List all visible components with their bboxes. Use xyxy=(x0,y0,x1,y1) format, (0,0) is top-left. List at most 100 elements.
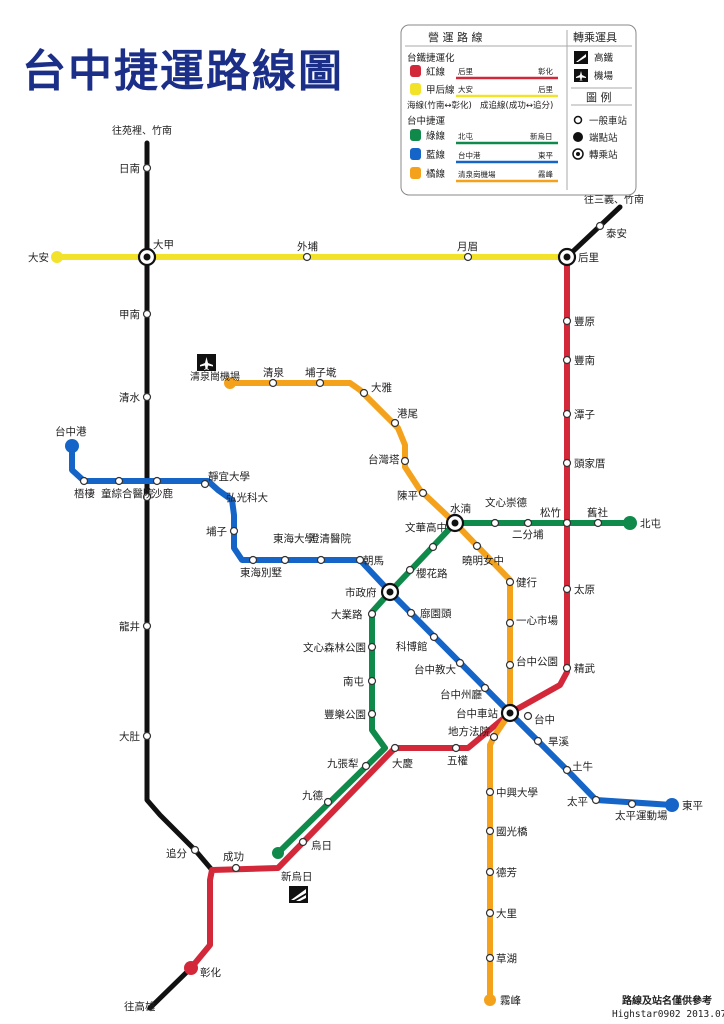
label-songzhu: 松竹 xyxy=(540,506,561,519)
station-hanxi[interactable] xyxy=(533,736,543,746)
station-tzpark[interactable] xyxy=(505,660,515,670)
station-chenggong[interactable] xyxy=(231,863,241,873)
label-chengqing: 澄清醫院 xyxy=(309,532,351,545)
station-fengyuan[interactable] xyxy=(562,316,572,326)
transfers xyxy=(137,247,577,723)
terminal-changhua[interactable] xyxy=(184,961,198,975)
terminal-taichunggang[interactable] xyxy=(65,439,79,453)
transfer-dajia[interactable] xyxy=(137,247,157,267)
station-taichung[interactable] xyxy=(523,711,533,721)
terminal-daan[interactable] xyxy=(51,251,63,263)
terminal-dongping[interactable] xyxy=(665,798,679,812)
station-ganwei[interactable] xyxy=(390,418,400,428)
station-puzi[interactable] xyxy=(229,526,239,536)
station-kebo[interactable] xyxy=(429,632,439,642)
transfer-houli[interactable] xyxy=(557,247,577,267)
station-wuri[interactable] xyxy=(298,837,308,847)
station-guoguang[interactable] xyxy=(485,826,495,836)
station-chaoma[interactable] xyxy=(355,555,365,565)
label-zhongxing: 中興大學 xyxy=(496,786,538,799)
station-shalu[interactable] xyxy=(152,476,162,486)
station-zhuifen[interactable] xyxy=(190,845,200,855)
station-jianxing[interactable] xyxy=(505,577,515,587)
station-erfenpu[interactable] xyxy=(523,518,533,528)
station-donghai[interactable] xyxy=(280,555,290,565)
station-taiwantang[interactable] xyxy=(400,456,410,466)
labels: 往苑裡、竹南 日南 大甲 大安 外埔 月眉 后里 泰安 往三義、竹南 甲南 清水… xyxy=(28,124,703,1013)
station-rinan[interactable] xyxy=(142,163,152,173)
label-xinwuri: 新烏日 xyxy=(281,870,313,883)
label-waipu: 外埔 xyxy=(297,240,318,253)
legend-yellow-name: 甲后線 xyxy=(426,84,455,96)
label-fengnan: 豐南 xyxy=(574,354,595,367)
station-fengle[interactable] xyxy=(367,709,377,719)
station-puzikeng[interactable] xyxy=(315,378,325,388)
station-tanzi[interactable] xyxy=(562,409,572,419)
station-dadu[interactable] xyxy=(142,731,152,741)
station-wenxinpark[interactable] xyxy=(367,642,377,652)
label-dayelu: 大業路 xyxy=(331,608,363,621)
station-zhongxing[interactable] xyxy=(485,787,495,797)
station-qingquan[interactable] xyxy=(268,378,278,388)
station-yinghua[interactable] xyxy=(405,565,415,575)
station-wuqi[interactable] xyxy=(79,476,89,486)
station-jiude[interactable] xyxy=(323,797,333,807)
label-ganwei: 港尾 xyxy=(397,408,418,420)
station-difang[interactable] xyxy=(489,732,499,742)
terminal-beitun[interactable] xyxy=(623,516,637,530)
station-shalu-b[interactable] xyxy=(142,492,152,502)
transfer-taichung-station[interactable] xyxy=(500,703,520,723)
terminal-airport[interactable] xyxy=(224,377,236,389)
label-tzpark: 台中公園 xyxy=(516,655,558,668)
station-xiaoming[interactable] xyxy=(472,541,482,551)
station-tongzong[interactable] xyxy=(114,476,124,486)
station-taiyuan[interactable] xyxy=(562,584,572,594)
station-wenxin-chongde[interactable] xyxy=(490,518,500,528)
station-jiuzhangli[interactable] xyxy=(361,761,371,771)
station-waipu[interactable] xyxy=(302,252,312,262)
map-title: 台中捷運路線圖 xyxy=(22,46,344,97)
transfer-shuiqing[interactable] xyxy=(445,513,465,533)
station-daya[interactable] xyxy=(359,388,369,398)
station-defang[interactable] xyxy=(485,867,495,877)
station-liyuantou[interactable] xyxy=(406,608,416,618)
label-jianxing: 健行 xyxy=(516,576,537,589)
station-tuniu[interactable] xyxy=(562,765,572,775)
station-chenping[interactable] xyxy=(418,488,428,498)
station-zhouting[interactable] xyxy=(480,683,490,693)
station-chengqing[interactable] xyxy=(316,555,326,565)
station-longjing[interactable] xyxy=(142,621,152,631)
station-dayelu[interactable] xyxy=(367,609,377,619)
station-toujiacuo[interactable] xyxy=(562,458,572,468)
label-daqing: 大慶 xyxy=(392,757,413,770)
station-dali[interactable] xyxy=(485,908,495,918)
label-qingshui: 清水 xyxy=(119,391,140,404)
station-daqing[interactable] xyxy=(390,743,400,753)
label-taiyuan: 太原 xyxy=(574,583,595,596)
station-taian[interactable] xyxy=(595,221,605,231)
station-yixin[interactable] xyxy=(505,618,515,628)
station-caohu[interactable] xyxy=(485,953,495,963)
station-qingshui[interactable] xyxy=(142,392,152,402)
station-taiping-stadium[interactable] xyxy=(627,799,637,809)
station-donghai-bieshu[interactable] xyxy=(248,555,258,565)
transfer-shizhengfu[interactable] xyxy=(380,582,400,602)
label-puzi: 埔子 xyxy=(206,525,227,538)
station-jiaoda[interactable] xyxy=(455,658,465,668)
label-yinghua: 櫻花路 xyxy=(416,567,448,580)
station-yuemei[interactable] xyxy=(463,252,473,262)
legend-hsr-icon xyxy=(574,51,588,64)
station-wuquan[interactable] xyxy=(451,743,461,753)
terminal-xinwuri[interactable] xyxy=(272,847,284,859)
station-jiushe[interactable] xyxy=(593,518,603,528)
station-jingwu[interactable] xyxy=(562,663,572,673)
station-taiping[interactable] xyxy=(591,795,601,805)
station-wenhua[interactable] xyxy=(428,542,438,552)
station-jianan[interactable] xyxy=(142,309,152,319)
station-songzhu-r[interactable] xyxy=(562,518,572,528)
station-fengnan[interactable] xyxy=(562,355,572,365)
station-jingyi[interactable] xyxy=(200,479,210,489)
label-taiwantang: 台灣塔 xyxy=(368,453,400,466)
station-nantun[interactable] xyxy=(367,676,377,686)
terminal-wufeng[interactable] xyxy=(484,994,496,1006)
